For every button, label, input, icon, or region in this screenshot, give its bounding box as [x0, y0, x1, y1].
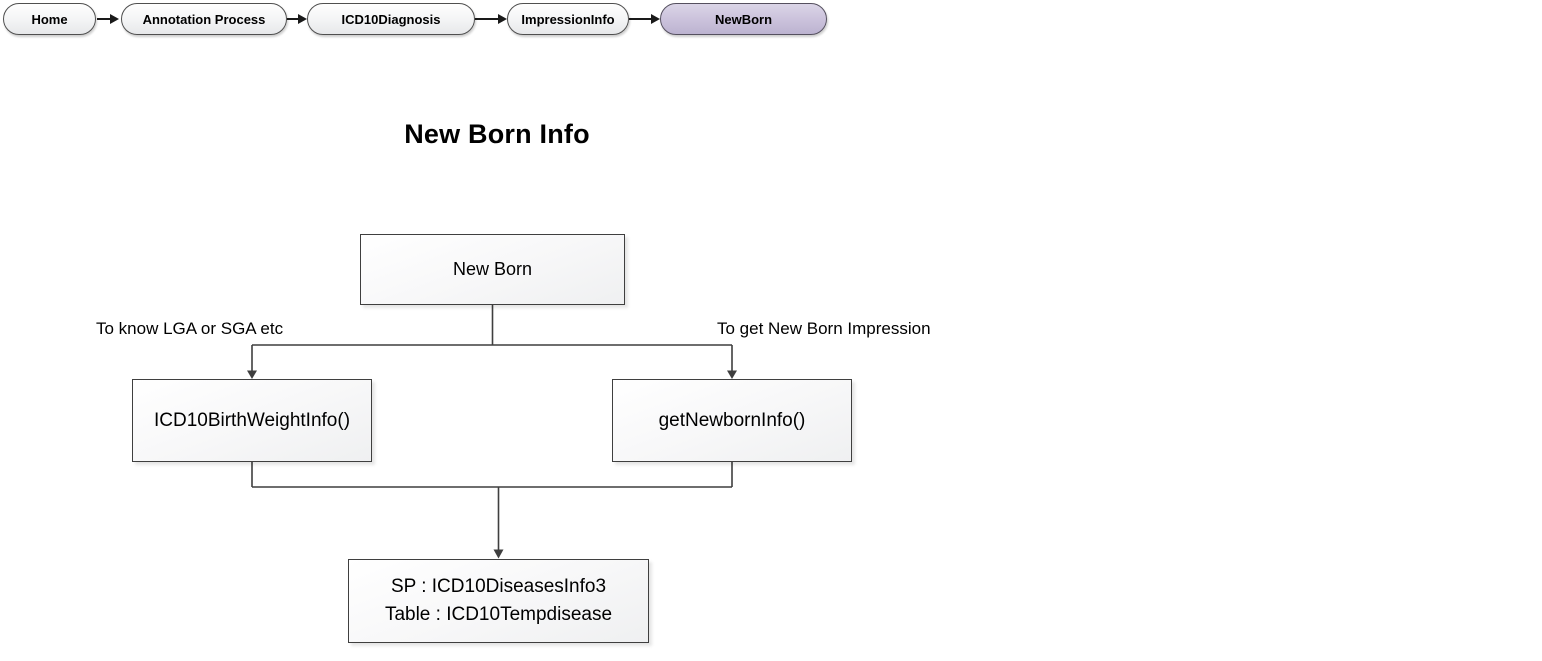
breadcrumb-item-label: ImpressionInfo [521, 11, 615, 27]
arrow-right-icon [651, 14, 660, 24]
node-icd10birthweightinfo: ICD10BirthWeightInfo() [132, 379, 372, 462]
page-title: New Born Info [404, 119, 590, 149]
node-label: ICD10BirthWeightInfo() [153, 409, 351, 431]
node-label: getNewbornInfo() [658, 409, 806, 431]
arrow-right-icon [110, 14, 119, 24]
edge-label-newborn-impression: To get New Born Impression [717, 319, 931, 338]
breadcrumb-item-annotation-process[interactable]: Annotation Process [121, 3, 287, 35]
storage-sp-line: SP : ICD10DiseasesInfo3 [390, 576, 607, 597]
breadcrumb-item-label: NewBorn [714, 11, 773, 27]
node-storage: SP : ICD10DiseasesInfo3 Table : ICD10Tem… [348, 559, 649, 643]
node-new-born: New Born [360, 234, 625, 305]
arrow-right-icon [298, 14, 307, 24]
arrow-down-icon [727, 370, 737, 379]
breadcrumb-item-impressioninfo[interactable]: ImpressionInfo [507, 3, 629, 35]
arrow-right-icon [498, 14, 507, 24]
breadcrumb-item-home[interactable]: Home [3, 3, 96, 35]
storage-table-line: Table : ICD10Tempdisease [384, 604, 613, 625]
breadcrumb-item-label: ICD10Diagnosis [341, 11, 441, 27]
arrow-down-icon [493, 549, 504, 559]
node-getnewborninfo: getNewbornInfo() [612, 379, 852, 462]
breadcrumb-item-newborn-active[interactable]: NewBorn [660, 3, 827, 35]
breadcrumb-item-icd10diagnosis[interactable]: ICD10Diagnosis [307, 3, 475, 35]
arrow-down-icon [247, 370, 257, 379]
breadcrumb-item-label: Home [31, 11, 68, 27]
edge-label-lga-sga: To know LGA or SGA etc [96, 319, 284, 338]
node-label: New Born [452, 259, 533, 279]
breadcrumb-item-label: Annotation Process [142, 11, 266, 27]
